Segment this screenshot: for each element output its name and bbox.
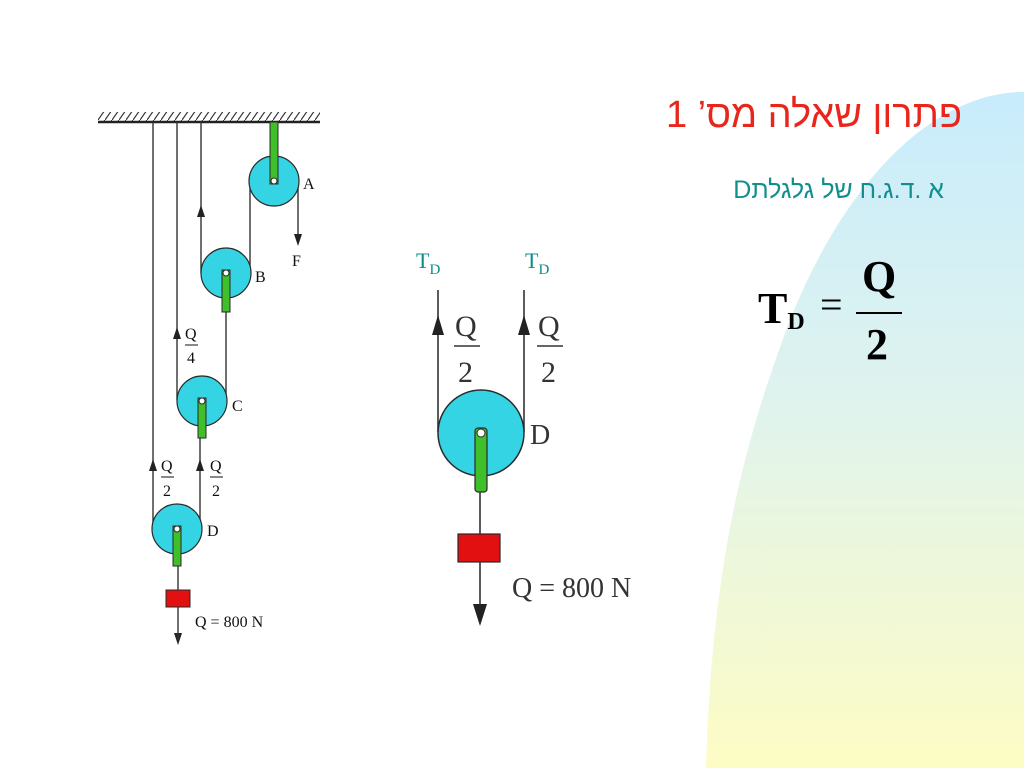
arrow-up-icon [196,459,204,471]
formula-lhs-sub: D [787,309,805,335]
svg-text:TD: TD [525,248,549,278]
tension-d-left-num: Q [161,458,173,475]
tension-d-right-num: Q [210,458,222,475]
tension-formula: TD = Q 2 [758,252,918,375]
formula-fraction-bar [856,312,902,314]
frac-left-num: Q [455,310,477,343]
arrow-up-icon [173,327,181,339]
load-block-large [457,533,501,563]
pulley-d [151,503,203,567]
frac-right-num: Q [538,310,560,343]
tension-left-symbol: T [416,248,430,273]
svg-text:TD: TD [416,248,440,278]
pulley-c [176,375,228,439]
pulley-b [200,247,252,313]
frac-right-den: 2 [541,356,556,389]
background-swoosh [706,92,1024,768]
tension-right-symbol: T [525,248,539,273]
pulley-a-label: A [303,176,315,193]
arrow-down-icon [473,604,487,626]
tension-c-num: Q [185,326,197,343]
arrow-up-icon [197,205,205,217]
formula-numerator: Q [862,252,897,301]
load-label: Q = 800 N [195,614,264,631]
force-f-label: F [292,253,301,270]
frac-left-den: 2 [458,356,473,389]
tension-d-right-den: 2 [212,483,220,500]
tension-right-sub: D [538,262,549,278]
arrow-up-icon [432,315,444,335]
ceiling [98,112,320,124]
pulley-a [248,121,300,207]
arrow-up-icon [149,459,157,471]
pulley-b-label: B [255,269,266,286]
slide-subtitle: א .ד.ג.ח של גלגלתD [733,176,944,204]
arrow-up-icon [518,315,530,335]
pulley-d-large [437,389,525,493]
slide-title: פתרון שאלה מס’ 1 [665,94,962,136]
formula-lhs-symbol: T [758,284,788,333]
arrow-down-icon [294,234,302,246]
formula-denominator: 2 [866,320,888,369]
pulley-d-label: D [207,523,219,540]
pulley-d-large-label: D [530,420,550,451]
tension-c-den: 4 [187,350,195,367]
pulley-c-label: C [232,398,243,415]
formula-equals: = [820,282,843,327]
tension-left-sub: D [429,262,440,278]
tension-d-left-den: 2 [163,483,171,500]
load-label-large: Q = 800 N [512,573,631,604]
